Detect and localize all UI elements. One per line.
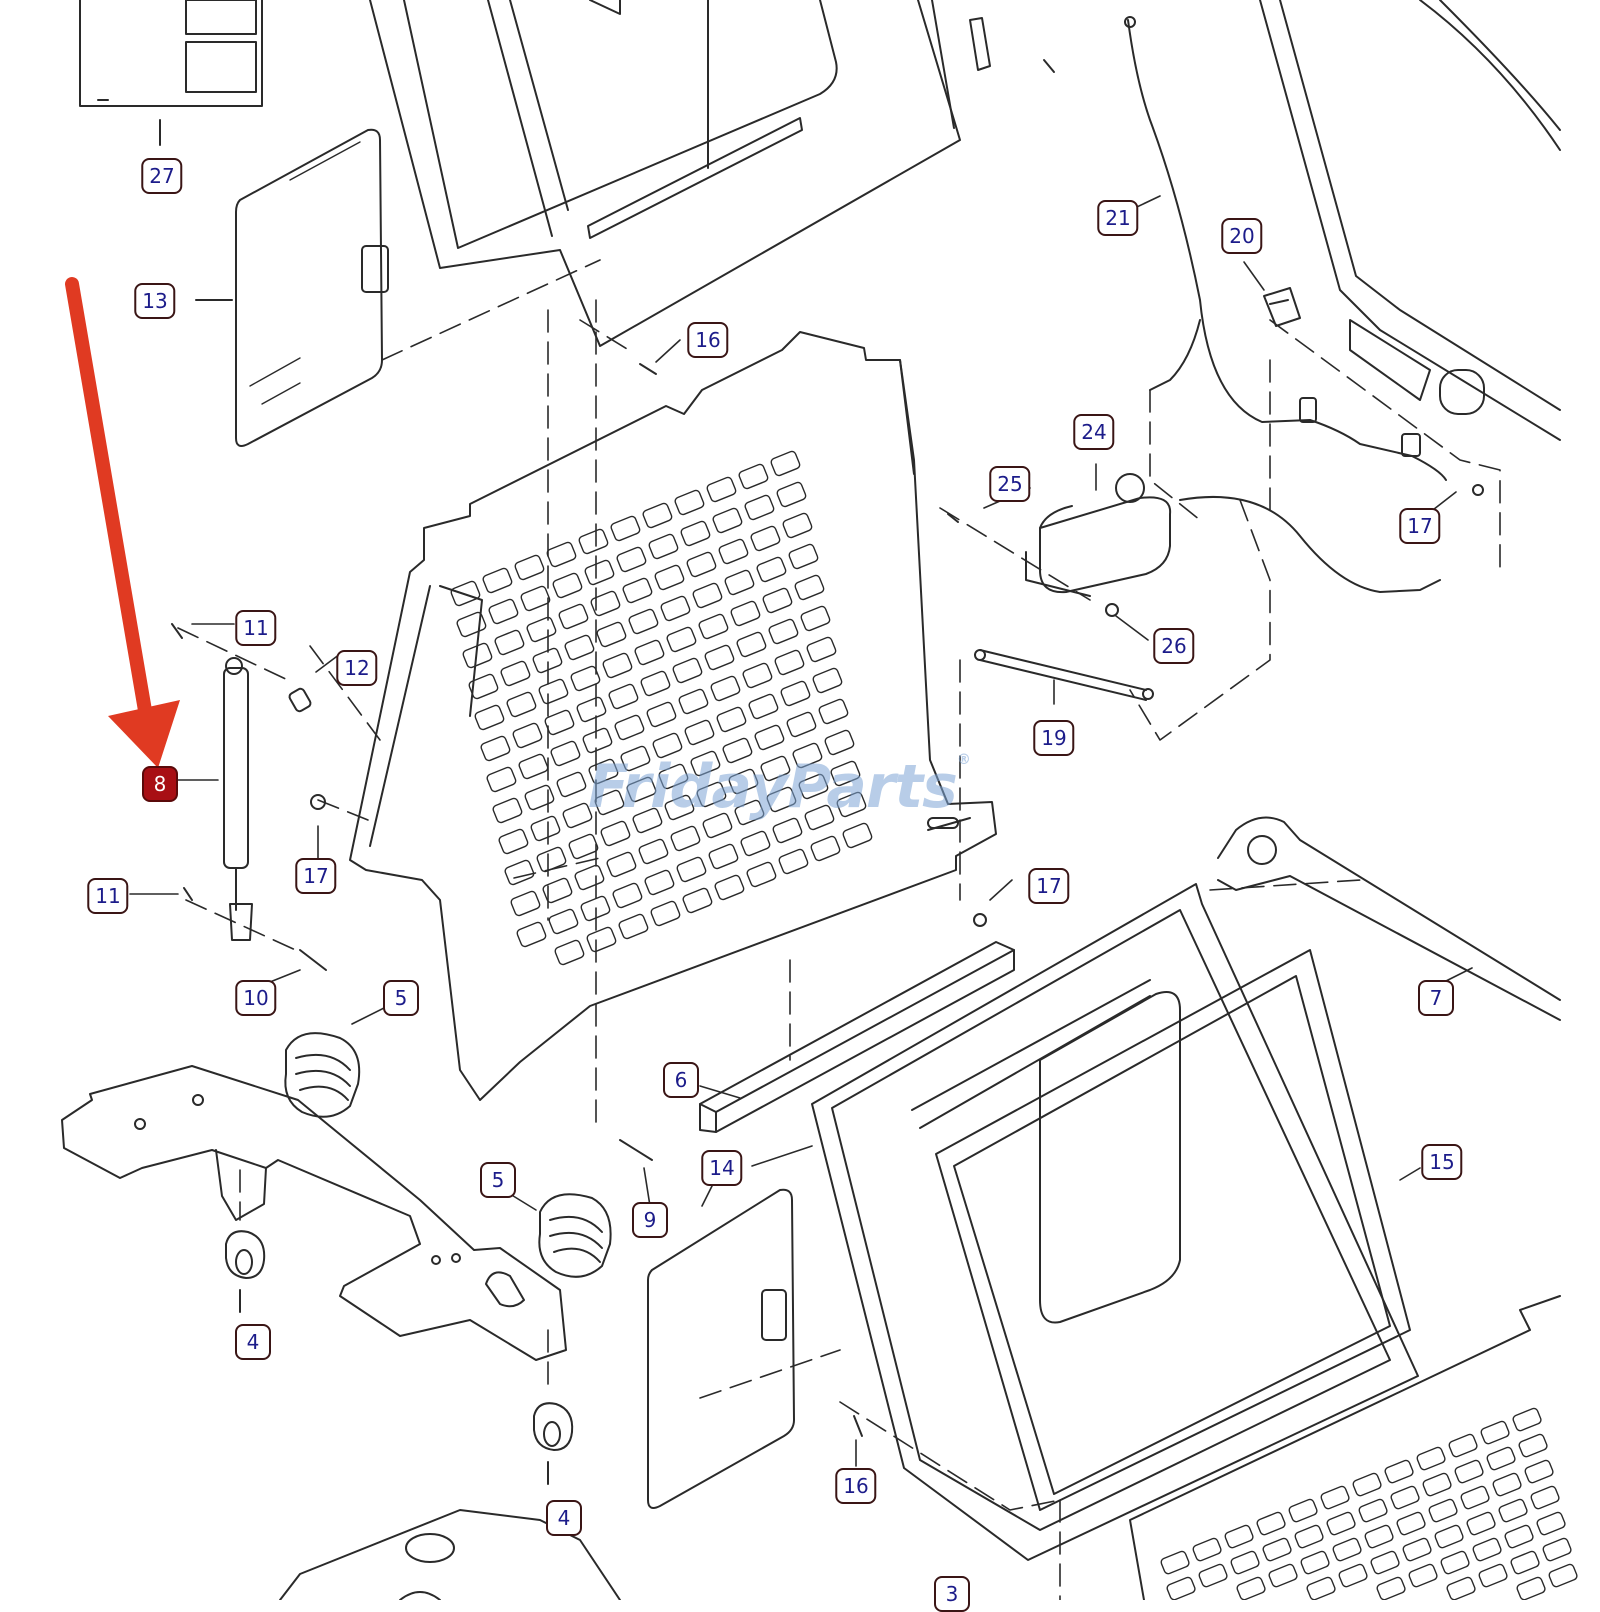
part-5-bellows-a xyxy=(284,1032,361,1118)
callout-19[interactable]: 19 xyxy=(1033,720,1075,756)
callout-13[interactable]: 13 xyxy=(134,283,176,319)
part-14-small-door xyxy=(647,1188,795,1509)
watermark-text: FridayParts xyxy=(588,752,958,822)
rear-grille-panel xyxy=(349,331,997,1101)
floor-plate xyxy=(279,1509,621,1601)
callout-8-highlighted[interactable]: 8 xyxy=(142,766,178,802)
callout-3[interactable]: 3 xyxy=(934,1576,970,1612)
part-20-rocker-switch xyxy=(1263,287,1301,327)
callout-11[interactable]: 11 xyxy=(87,878,129,914)
callout-16[interactable]: 16 xyxy=(687,322,729,358)
part-21-wire-harness xyxy=(1124,16,1447,593)
part-27-manual xyxy=(79,0,263,146)
assembly-guide-lines xyxy=(177,259,1501,1601)
callout-14[interactable]: 14 xyxy=(701,1150,743,1186)
callout-17[interactable]: 17 xyxy=(295,858,337,894)
lower-grille-slot-grid xyxy=(1160,1407,1578,1601)
red-pointer-arrow xyxy=(65,277,180,768)
callout-26[interactable]: 26 xyxy=(1153,628,1195,664)
callout-27[interactable]: 27 xyxy=(141,158,183,194)
callout-25[interactable]: 25 xyxy=(989,466,1031,502)
upper-window-frame xyxy=(369,0,991,347)
watermark-logo: FridayParts® xyxy=(588,752,971,822)
part-19-gas-strut xyxy=(974,649,1154,701)
callout-5[interactable]: 5 xyxy=(383,980,419,1016)
part-8-gas-spring xyxy=(223,657,253,941)
part-14-15-front-window xyxy=(811,883,1419,1561)
part-6-weather-strip xyxy=(699,941,1015,1133)
callout-17[interactable]: 17 xyxy=(1399,508,1441,544)
part-5-bellows-b xyxy=(538,1193,612,1278)
callout-20[interactable]: 20 xyxy=(1221,218,1263,254)
part-7-support-rail xyxy=(1217,816,1561,1021)
callout-10[interactable]: 10 xyxy=(235,980,277,1016)
leader-lines xyxy=(129,195,1473,1467)
callout-12[interactable]: 12 xyxy=(336,650,378,686)
callout-24[interactable]: 24 xyxy=(1073,414,1115,450)
callout-11[interactable]: 11 xyxy=(235,610,277,646)
callout-5[interactable]: 5 xyxy=(480,1162,516,1198)
callout-15[interactable]: 15 xyxy=(1421,1144,1463,1180)
part-4-grommet-b xyxy=(533,1402,574,1485)
callout-7[interactable]: 7 xyxy=(1418,980,1454,1016)
lower-right-grille xyxy=(1129,1295,1561,1601)
part-13-door-panel xyxy=(195,128,389,447)
part-24-washer-tank xyxy=(1025,473,1172,597)
watermark-registered-mark: ® xyxy=(956,752,971,768)
grille-slot-grid xyxy=(450,450,873,966)
fasteners xyxy=(171,59,1484,1437)
callout-16[interactable]: 16 xyxy=(835,1468,877,1504)
callout-6[interactable]: 6 xyxy=(663,1062,699,1098)
callout-9[interactable]: 9 xyxy=(632,1202,668,1238)
callout-21[interactable]: 21 xyxy=(1097,200,1139,236)
callout-4[interactable]: 4 xyxy=(235,1324,271,1360)
callout-4[interactable]: 4 xyxy=(546,1500,582,1536)
part-4-grommet-a xyxy=(225,1230,266,1313)
callout-17[interactable]: 17 xyxy=(1028,868,1070,904)
mount-bracket xyxy=(61,1065,567,1361)
cab-frame-right xyxy=(1259,0,1561,441)
